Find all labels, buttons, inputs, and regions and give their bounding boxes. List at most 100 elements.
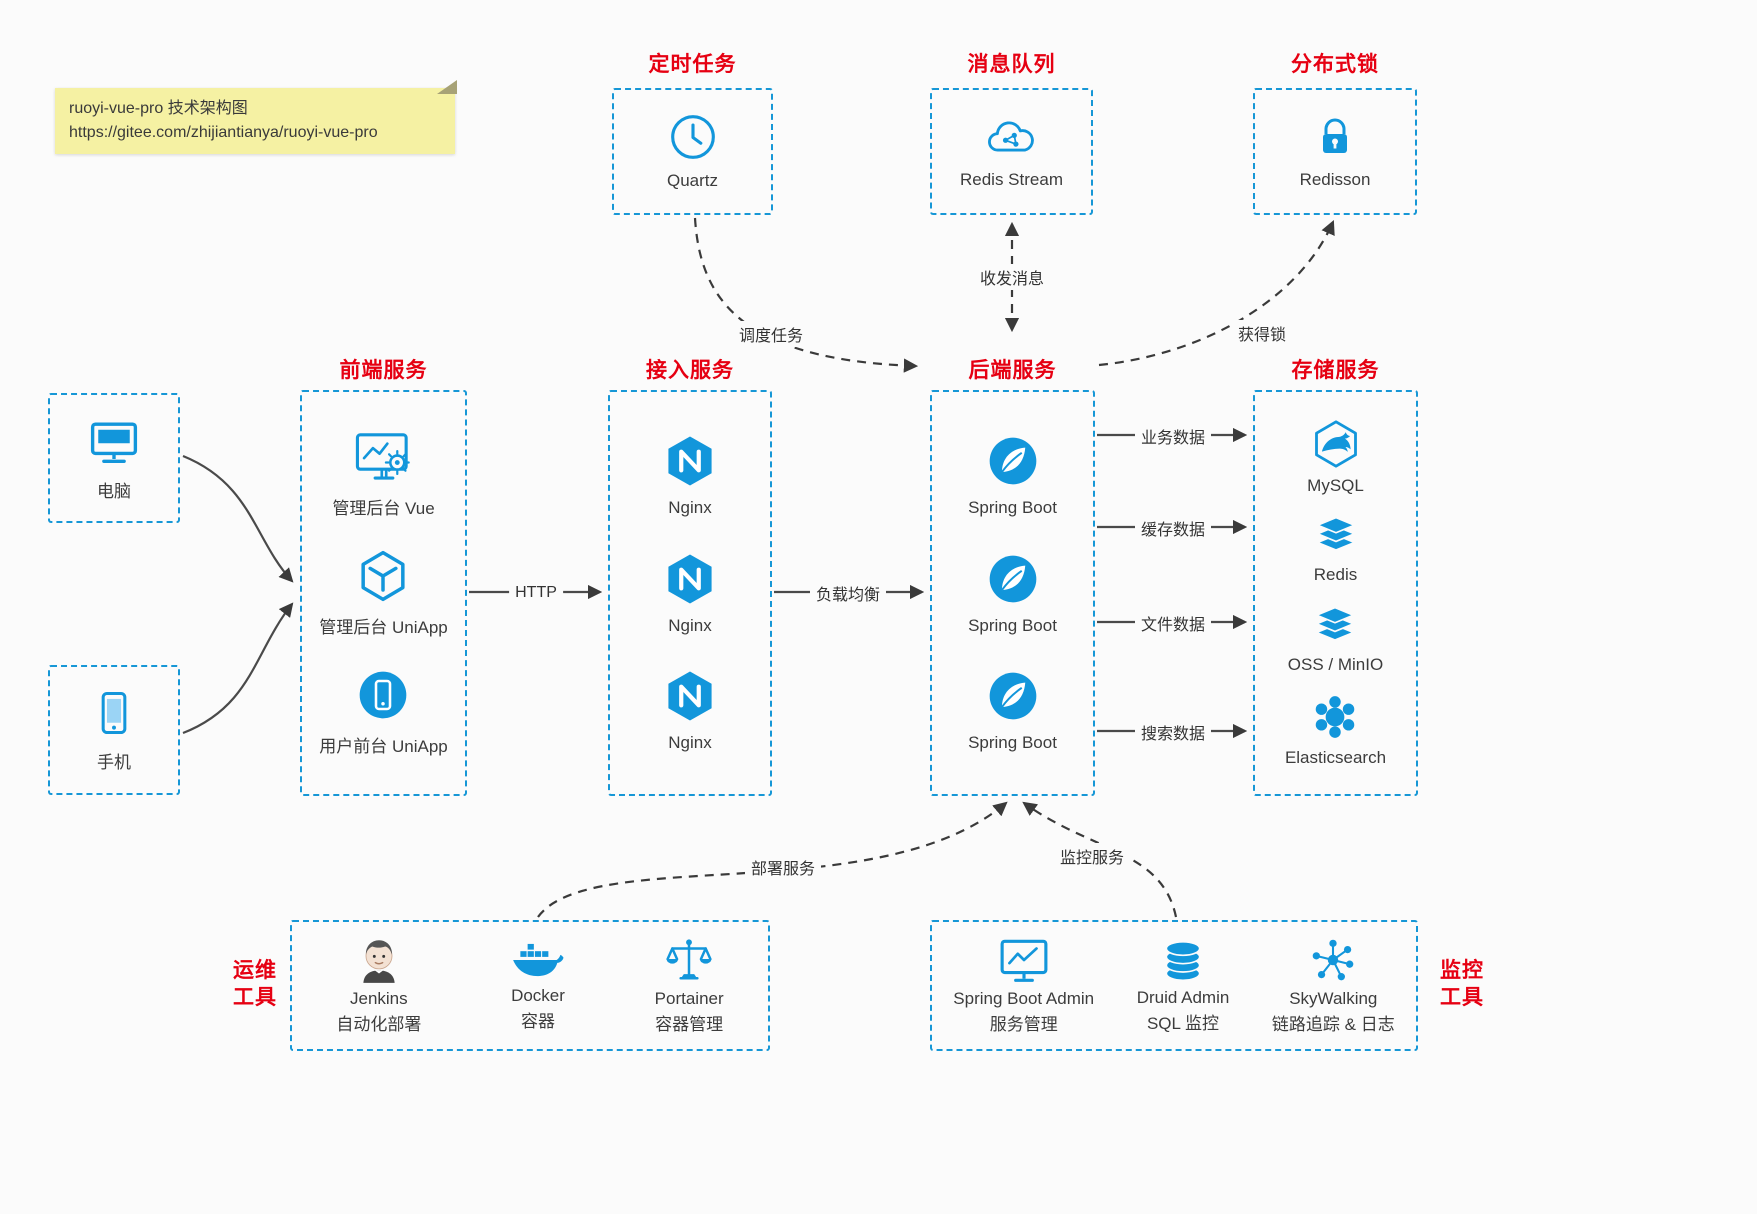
node-label-redis: Redis [1313, 565, 1358, 585]
group-title-gateway: 接入服务 [646, 359, 734, 382]
edge-label-cache-data: 缓存数据 [1134, 515, 1212, 541]
storage-stack-icon [1309, 603, 1361, 649]
edge-label-file-data: 文件数据 [1134, 610, 1212, 636]
node-label-computer: 电脑 [97, 482, 131, 501]
topology-icon [1308, 935, 1358, 985]
node-label-user-uniapp: 用户前台 UniApp [319, 737, 448, 756]
node-label-sba-1: Spring Boot Admin [953, 988, 1095, 1008]
node-label-nginx-2: Nginx [668, 615, 712, 635]
jenkins-icon [354, 935, 404, 985]
group-title-distributed-lock: 分布式锁 [1291, 53, 1379, 76]
node-nginx-2: Nginx [662, 551, 718, 636]
node-portainer: Portainer 容器管理 [655, 935, 724, 1037]
clock-icon [668, 112, 718, 162]
edge-label-deploy: 部署服务 [744, 854, 822, 880]
lock-icon [1311, 113, 1359, 161]
portainer-icon [664, 935, 714, 985]
gateway-services-box: Nginx Nginx Nginx [608, 390, 772, 796]
node-phone: 手机 [48, 665, 180, 795]
node-computer: 电脑 [48, 393, 180, 523]
edge-label-load-balance: 负载均衡 [809, 580, 887, 606]
node-label-docker-2: 容器 [521, 1011, 555, 1031]
ops-title-line1: 运维 [233, 959, 277, 982]
node-label-redis-stream: Redis Stream [960, 170, 1063, 189]
node-redis: Redis [1310, 513, 1362, 585]
node-label-portainer-1: Portainer [654, 988, 724, 1008]
storage-services-box: MySQL Redis [1253, 390, 1418, 796]
group-title-backend: 后端服务 [968, 359, 1057, 382]
nginx-icon [662, 433, 718, 489]
node-label-mysql: MySQL [1307, 475, 1364, 495]
node-label-nginx-3: Nginx [668, 733, 712, 753]
node-springboot-1: Spring Boot [968, 433, 1057, 518]
node-label-redisson: Redisson [1299, 170, 1371, 189]
desktop-icon [87, 414, 141, 468]
edge-phone-frontend [182, 602, 294, 735]
node-jenkins: Jenkins 自动化部署 [336, 935, 421, 1037]
edge-label-monitor: 监控服务 [1053, 843, 1131, 869]
mysql-icon [1310, 418, 1362, 470]
spring-icon [985, 668, 1041, 724]
edge-label-business-data: 业务数据 [1134, 423, 1212, 449]
node-redisson: Redisson [1253, 88, 1417, 215]
group-title-scheduled-tasks: 定时任务 [648, 53, 737, 76]
phone-icon [88, 687, 140, 739]
node-admin-vue: 管理后台 Vue [332, 429, 435, 519]
edge-label-schedule: 调度任务 [732, 321, 810, 347]
monitor-title-line1: 监控 [1440, 959, 1484, 982]
node-springboot-3: Spring Boot [968, 668, 1057, 753]
group-title-message-queue: 消息队列 [967, 53, 1056, 76]
group-title-storage: 存储服务 [1291, 359, 1380, 382]
spring-icon [985, 551, 1041, 607]
node-label-oss-minio: OSS / MinIO [1287, 654, 1384, 674]
docker-icon [510, 938, 566, 982]
ops-title-line2: 工具 [233, 986, 277, 1010]
side-title-ops-tools: 运维 工具 [225, 957, 285, 1012]
node-label-springboot-3: Spring Boot [968, 733, 1057, 753]
side-title-monitor-tools: 监控 工具 [1432, 957, 1492, 1012]
nginx-icon [662, 668, 718, 724]
node-label-nginx-1: Nginx [668, 497, 712, 517]
node-redis-stream: Redis Stream [930, 88, 1093, 215]
group-title-frontend: 前端服务 [339, 359, 428, 382]
node-mysql: MySQL [1307, 418, 1364, 496]
node-label-elasticsearch: Elasticsearch [1284, 748, 1387, 768]
node-label-admin-uniapp: 管理后台 UniApp [319, 618, 448, 637]
note-title: ruoyi-vue-pro 技术架构图 [69, 100, 248, 117]
node-label-springboot-2: Spring Boot [968, 615, 1057, 635]
node-oss-minio: OSS / MinIO [1288, 603, 1383, 675]
note-url: https://gitee.com/zhijiantianya/ruoyi-vu… [69, 124, 378, 141]
node-user-uniapp: 用户前台 UniApp [319, 667, 448, 757]
monitor-title-line2: 工具 [1440, 986, 1484, 1010]
node-label-skywalking-1: SkyWalking [1289, 988, 1378, 1008]
node-springboot-2: Spring Boot [968, 551, 1057, 636]
spring-icon [985, 433, 1041, 489]
node-nginx-1: Nginx [662, 433, 718, 518]
node-nginx-3: Nginx [662, 668, 718, 753]
node-label-admin-vue: 管理后台 Vue [332, 499, 435, 518]
node-admin-uniapp: 管理后台 UniApp [319, 548, 448, 638]
user-uniapp-icon [355, 667, 411, 723]
node-springboot-admin: Spring Boot Admin 服务管理 [953, 935, 1094, 1037]
node-label-jenkins-2: 自动化部署 [336, 1014, 422, 1034]
database-icon [1158, 936, 1208, 984]
node-label-portainer-2: 容器管理 [655, 1014, 724, 1034]
monitor-chart-icon [996, 935, 1052, 985]
node-label-docker-1: Docker [511, 985, 565, 1005]
edge-lock-arrow [1098, 220, 1335, 367]
node-label-druid-1: Druid Admin [1136, 987, 1230, 1007]
edge-label-lock: 获得锁 [1231, 320, 1293, 346]
node-label-skywalking-2: 链路追踪 & 日志 [1271, 1014, 1395, 1034]
node-skywalking: SkyWalking 链路追踪 & 日志 [1272, 935, 1395, 1037]
uniapp-icon [355, 548, 411, 604]
nginx-icon [662, 551, 718, 607]
node-label-quartz: Quartz [666, 171, 719, 190]
edge-label-http: HTTP [509, 583, 563, 603]
sticky-note: ruoyi-vue-pro 技术架构图 https://gitee.com/zh… [55, 80, 457, 154]
node-quartz: Quartz [612, 88, 773, 215]
node-druid-admin: Druid Admin SQL 监控 [1136, 936, 1230, 1036]
redis-stack-icon [1310, 513, 1362, 559]
frontend-services-box: 管理后台 Vue 管理后台 UniApp 用户前台 UniApp [300, 390, 467, 796]
